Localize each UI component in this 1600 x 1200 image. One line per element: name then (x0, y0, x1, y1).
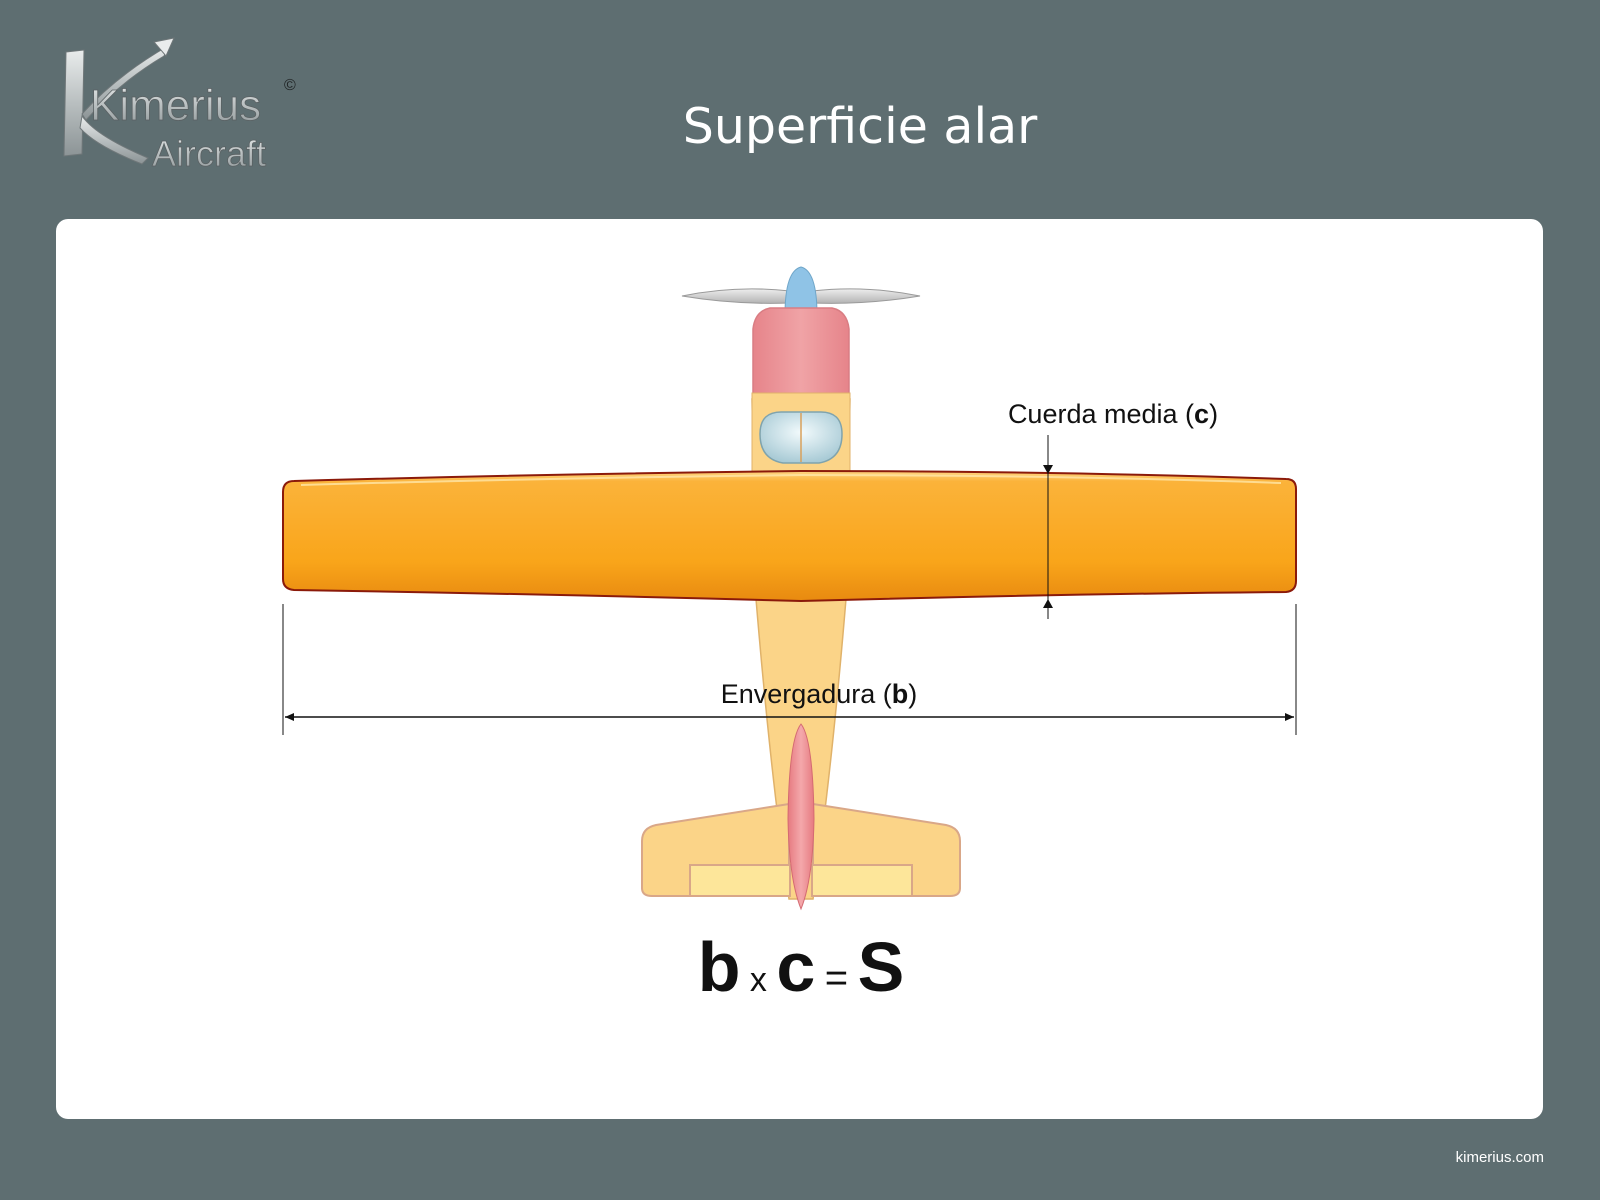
logo-line1: Kimerius (90, 81, 261, 130)
wing-area-diagram: Cuerda media (c) Envergadura (b) b x c =… (282, 266, 1297, 1006)
chord-dimension: Cuerda media (c) (1008, 399, 1218, 619)
propeller-blade-right (811, 288, 921, 304)
span-arrow-left-icon (285, 713, 294, 721)
logo-k-leg-icon (79, 114, 149, 165)
nose-cowling (752, 307, 850, 395)
formula-s: S (858, 928, 905, 1006)
wing (282, 469, 1297, 603)
logo-swoosh-icon (81, 44, 170, 121)
vertical-fin (787, 723, 815, 911)
horizontal-stabilizer (641, 802, 961, 897)
logo-k-stem-icon (63, 49, 85, 157)
chord-symbol: c (1194, 399, 1209, 429)
logo-copyright-mark: © (284, 77, 296, 94)
logo-arrowhead-icon (153, 37, 175, 57)
formula-c: c (776, 928, 815, 1006)
formula-b: b (698, 928, 741, 1006)
propeller-blade-left (681, 288, 791, 304)
elevator-right (811, 864, 913, 897)
chord-label: Cuerda media (c) (1008, 399, 1218, 429)
footer-site: kimerius.com (1455, 1149, 1544, 1166)
span-dimension: Envergadura (b) (282, 604, 1297, 735)
span-arrow-right-icon (1285, 713, 1294, 721)
wing-highlight (300, 473, 1282, 486)
elevator-left (689, 864, 791, 897)
page-title: Superficie alar (682, 98, 1038, 155)
formula: b x c = S (698, 928, 905, 1006)
span-label-text: Envergadura (721, 679, 877, 709)
chord-label-text: Cuerda media (1008, 399, 1179, 429)
formula-times: x (750, 961, 767, 999)
logo-line2: Aircraft (152, 133, 266, 174)
formula-equals: = (825, 956, 848, 1000)
chord-arrow-bottom-icon (1043, 599, 1053, 608)
spinner (784, 266, 818, 316)
kimerius-aircraft-logo: Kimerius Aircraft © (63, 37, 296, 174)
chord-arrow-top-icon (1043, 465, 1053, 474)
span-symbol: b (892, 679, 909, 709)
propeller (681, 266, 921, 316)
span-label: Envergadura (b) (721, 679, 918, 709)
